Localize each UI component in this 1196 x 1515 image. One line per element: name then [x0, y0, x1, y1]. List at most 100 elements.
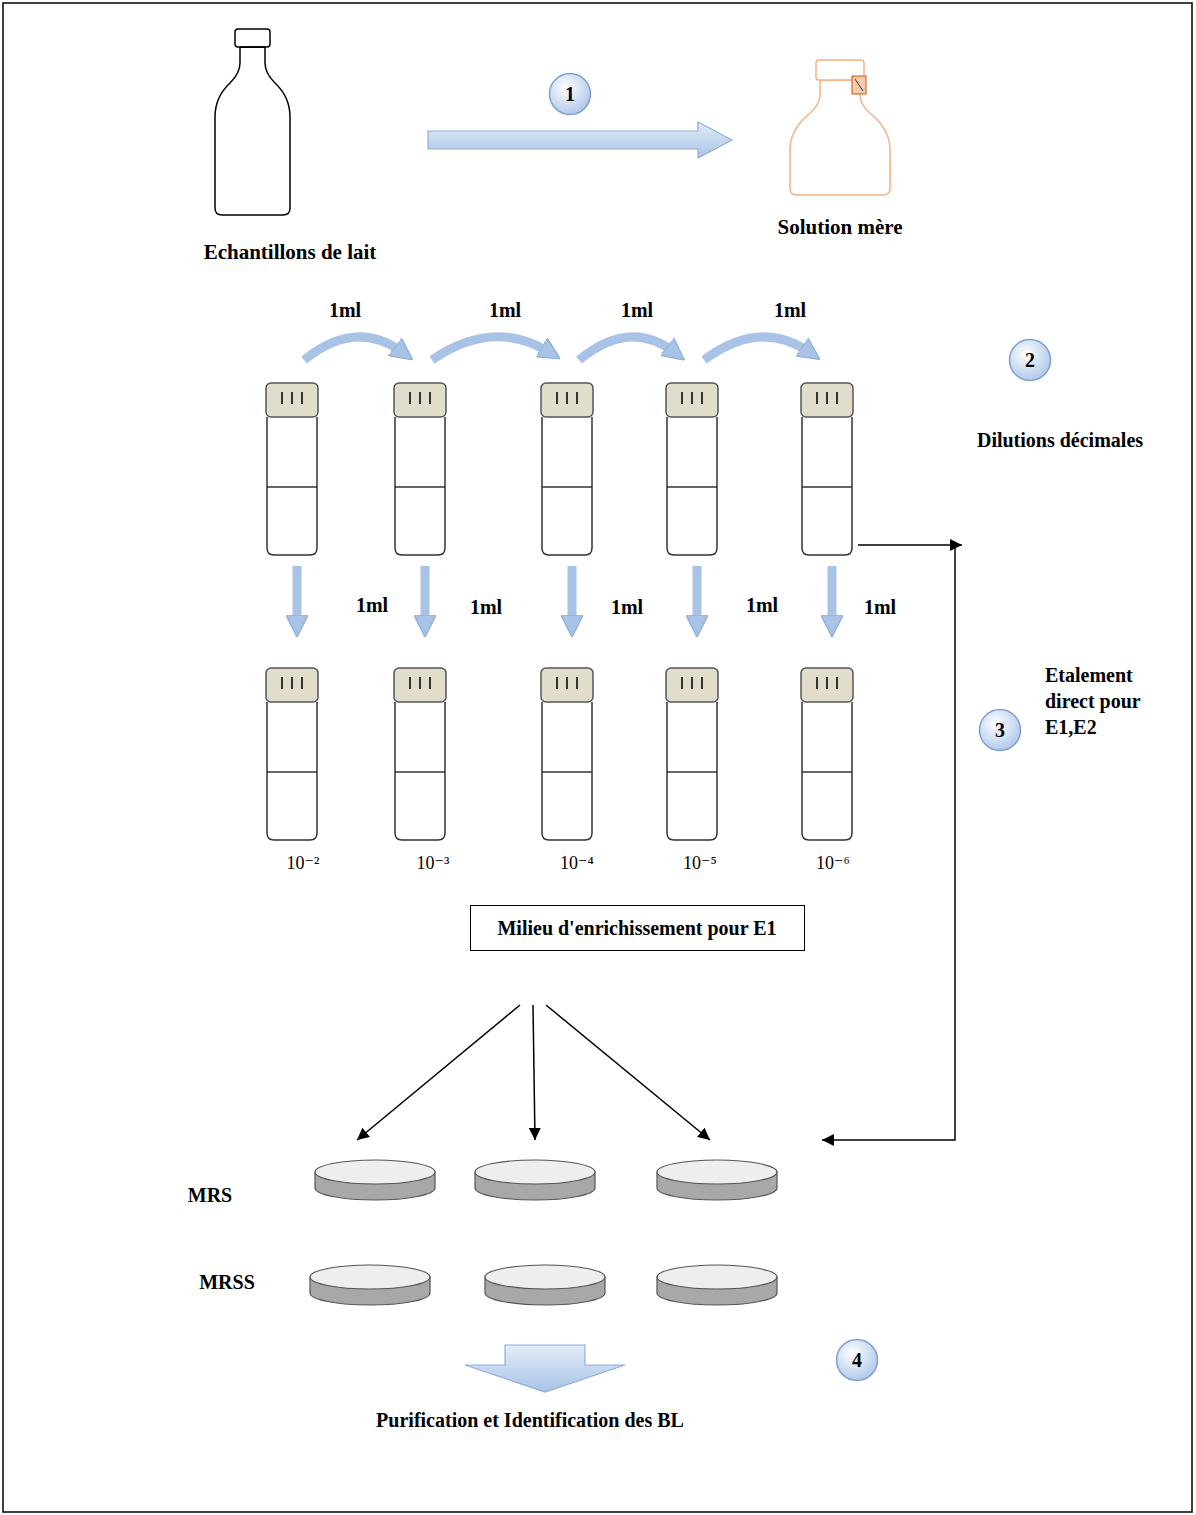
dilution-label: 10⁻²: [287, 853, 320, 875]
node-outline: [740, 50, 940, 240]
plating-arrow: [546, 1005, 710, 1140]
volume-label-slot: 1ml: [774, 298, 806, 322]
plating-arrow: [357, 1005, 520, 1140]
dilution-label: 10⁻⁵: [683, 853, 717, 875]
tube: [394, 668, 446, 840]
volume-label: 1ml: [746, 593, 778, 617]
transfer-arrow: [428, 122, 732, 158]
down-arrow: [828, 566, 837, 624]
volume-label-slot: 1ml: [356, 593, 388, 617]
frame: [3, 3, 1192, 1512]
step-label-slot: Purification et Identification des BL: [376, 1408, 684, 1432]
volume-label: 1ml: [470, 595, 502, 619]
step-circle: [837, 1340, 878, 1381]
tube: [541, 668, 593, 840]
down-arrow: [693, 566, 702, 624]
volume-label: 1ml: [864, 595, 896, 619]
volume-label-slot: 1ml: [489, 298, 521, 322]
down-arrow: [568, 566, 577, 624]
volume-label: 1ml: [774, 298, 806, 322]
node-text: 3: [995, 718, 1005, 742]
tube: [266, 668, 318, 840]
tube: [801, 668, 853, 840]
block-arrow: [465, 1345, 625, 1392]
plating-arrow: [533, 1005, 535, 1140]
step-label: Etalement direct pour E1,E2: [1045, 662, 1145, 740]
volume-label: 1ml: [489, 298, 521, 322]
node-text: 4: [852, 1348, 862, 1372]
volume-label: 1ml: [329, 298, 361, 322]
dilution-label: 10⁻⁴: [560, 853, 594, 875]
node-text: Echantillons de lait: [204, 240, 377, 265]
route-line: [858, 544, 962, 546]
bottle-tag: [852, 76, 866, 94]
down-arrow: [421, 566, 430, 624]
volume-label-slot: 1ml: [470, 595, 502, 619]
dilution-label: 10⁻⁶: [816, 853, 850, 875]
route-line: [822, 545, 955, 1140]
bottle-body: [215, 47, 290, 215]
volume-label: 1ml: [611, 595, 643, 619]
step-label-slot: Dilutions décimales: [977, 428, 1143, 452]
stock-bottle: Solution mère: [740, 50, 940, 240]
tube: [666, 383, 718, 555]
node-text: 1: [565, 82, 575, 106]
volume-label-slot: 1ml: [864, 595, 896, 619]
dilution-label-slot: 10⁻⁶: [816, 853, 850, 875]
dilution-label-slot: 10⁻⁵: [683, 853, 717, 875]
petri-dish: [485, 1265, 605, 1305]
curved-arrow: [579, 337, 674, 360]
medium-label-slot: MRSS: [199, 1270, 255, 1294]
step-label-slot: Etalement direct pour E1,E2: [1045, 662, 1145, 740]
petri-plates: [310, 1160, 777, 1305]
volume-label: 1ml: [356, 593, 388, 617]
medium-label: MRS: [188, 1183, 232, 1207]
curved-arrow: [304, 337, 402, 360]
tube: [666, 668, 718, 840]
node-text: Milieu d'enrichissement pour E1: [497, 916, 776, 940]
volume-label-slot: 1ml: [611, 595, 643, 619]
enrichment-tubes: [266, 668, 853, 840]
node-text: 2: [1025, 348, 1035, 372]
node-text: Solution mère: [777, 215, 902, 240]
bottle-body: [790, 80, 890, 195]
step-number: 1: [548, 72, 592, 116]
step-circle: [550, 74, 591, 115]
step-circle: [980, 710, 1021, 751]
petri-dish: [315, 1160, 435, 1200]
volume-label-slot: 1ml: [329, 298, 361, 322]
curved-arrow: [704, 337, 809, 360]
petri-dish: [475, 1160, 595, 1200]
down-transfers: [297, 566, 832, 624]
step-label: Dilutions décimales: [977, 428, 1143, 452]
bottle-neck: [240, 46, 265, 48]
step-number: 4: [835, 1338, 879, 1382]
petri-dish: [310, 1265, 430, 1305]
medium-label: MRSS: [199, 1270, 255, 1294]
volume-label-slot: 1ml: [621, 298, 653, 322]
tube: [541, 383, 593, 555]
tag-mark: [855, 79, 863, 91]
dilution-label: 10⁻³: [417, 853, 450, 875]
dilution-label-slot: 10⁻⁴: [560, 853, 594, 875]
down-arrow: [293, 566, 302, 624]
tube: [394, 383, 446, 555]
volume-label-slot: 1ml: [746, 593, 778, 617]
volume-label: 1ml: [621, 298, 653, 322]
step-label: Purification et Identification des BL: [376, 1408, 684, 1432]
petri-dish: [657, 1265, 777, 1305]
medium-label-slot: MRS: [188, 1183, 232, 1207]
plating-arrows: [357, 1005, 710, 1140]
dilution-label-slot: 10⁻²: [287, 853, 320, 875]
transfer-curves: [304, 337, 809, 360]
direct-plating-route: [822, 545, 962, 1140]
node-outline: [160, 25, 420, 265]
sample-bottle: Echantillons de lait: [160, 25, 420, 265]
step-number: 2: [1008, 338, 1052, 382]
process-box: Milieu d'enrichissement pour E1: [470, 905, 805, 951]
bottle-cap: [235, 29, 270, 47]
step-circle: [1010, 340, 1051, 381]
